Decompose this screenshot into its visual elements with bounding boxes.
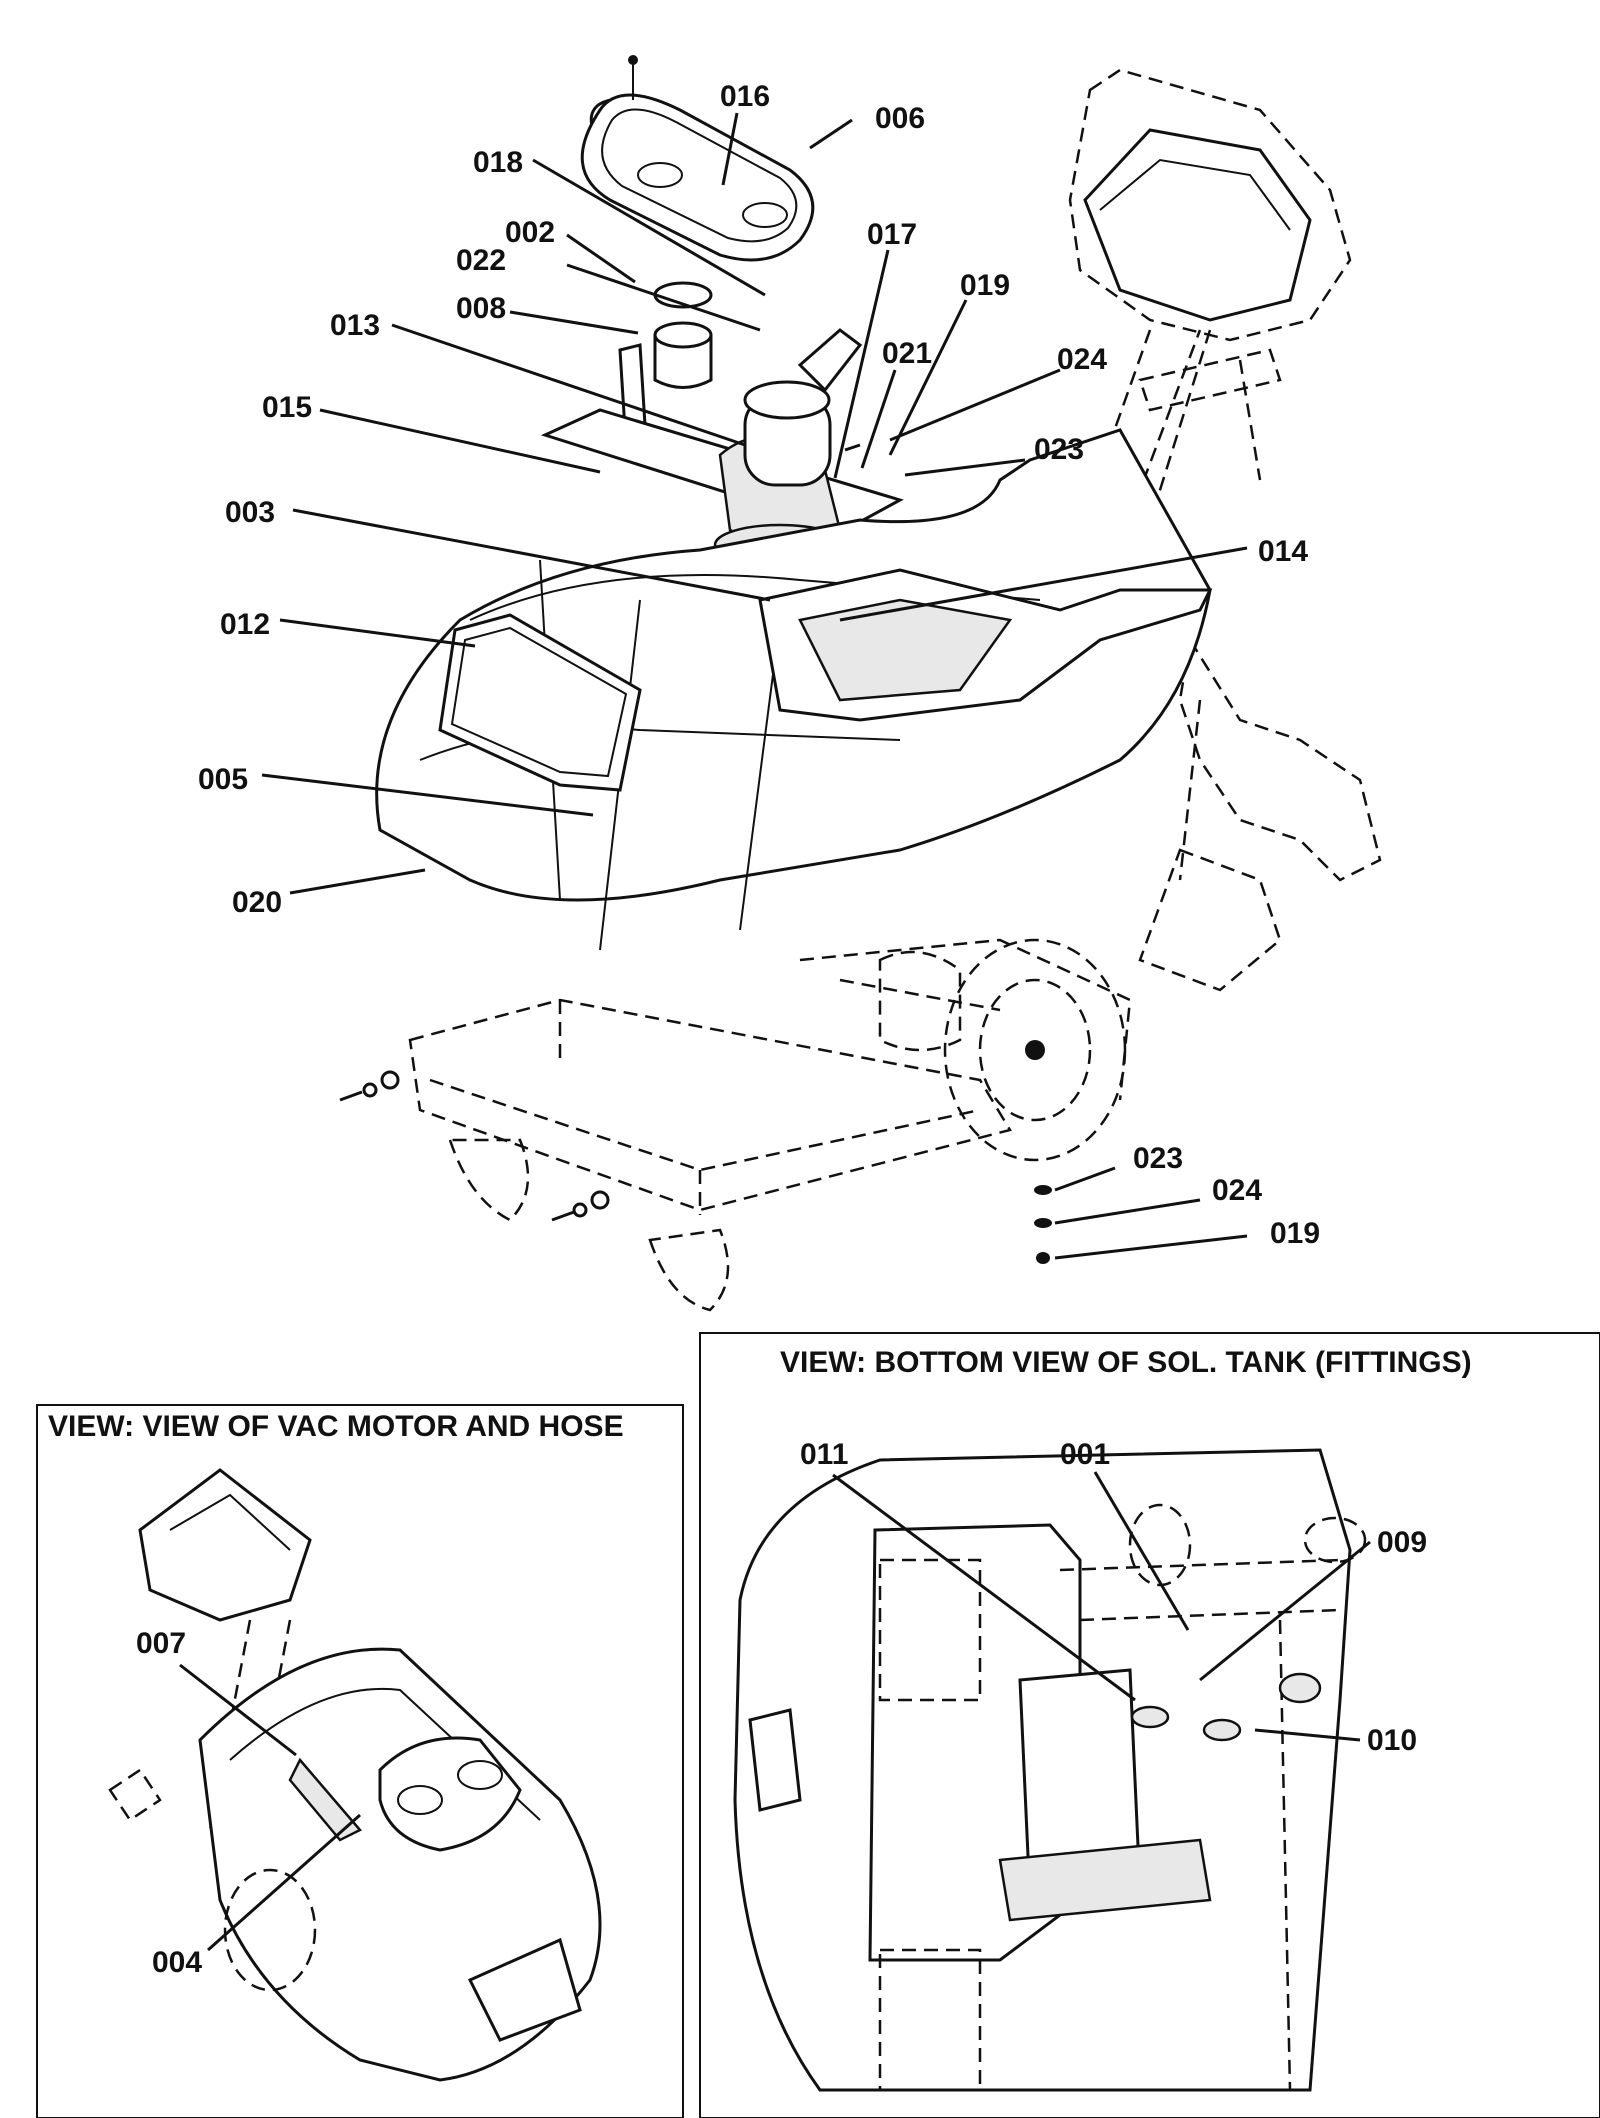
main-callout-labels: 016 006 018 002 017 022 019 008 013 021 … (198, 80, 1320, 1250)
callout-013: 013 (330, 309, 380, 342)
tank-view-frame (699, 1332, 1600, 2118)
callout-015: 015 (262, 391, 312, 424)
callout-010: 010 (1367, 1724, 1417, 1757)
vac-view-frame (36, 1404, 684, 2118)
callout-023: 023 (1034, 433, 1084, 466)
vac-motor-view: VIEW: VIEW OF VAC MOTOR AND HOSE 007 004 (36, 1404, 684, 2118)
callout-005: 005 (198, 763, 248, 796)
callout-021: 021 (882, 337, 932, 370)
callout-022: 022 (456, 244, 506, 277)
recovery-tank (375, 428, 1213, 951)
callout-019: 019 (960, 269, 1010, 302)
callout-008: 008 (456, 292, 506, 325)
callout-012: 012 (220, 608, 270, 641)
callout-006: 006 (875, 102, 925, 135)
callout-017: 017 (867, 218, 917, 251)
callout-024-lower: 024 (1212, 1174, 1262, 1207)
callout-007: 007 (136, 1627, 186, 1660)
chassis-frame (408, 848, 1282, 1312)
callout-009: 009 (1377, 1526, 1427, 1559)
vac-motor-assembly (540, 328, 904, 567)
loose-hardware (339, 1070, 1052, 1264)
callout-018: 018 (473, 146, 523, 179)
callout-004: 004 (152, 1946, 202, 1979)
solution-tank-view: VIEW: BOTTOM VIEW OF SOL. TANK (FITTINGS… (699, 1332, 1600, 2118)
vac-view-title: VIEW: VIEW OF VAC MOTOR AND HOSE (48, 1410, 624, 1443)
callout-020: 020 (232, 886, 282, 919)
callout-002: 002 (505, 216, 555, 249)
callout-003: 003 (225, 496, 275, 529)
tank-view-title: VIEW: BOTTOM VIEW OF SOL. TANK (FITTINGS… (780, 1346, 1472, 1379)
main-exploded-view: 016 006 018 002 017 022 019 008 013 021 … (198, 55, 1382, 1312)
callout-019-lower: 019 (1270, 1217, 1320, 1250)
callout-001: 001 (1060, 1438, 1110, 1471)
callout-011: 011 (800, 1438, 848, 1471)
main-leaders (261, 112, 1248, 1260)
filter-lid (580, 55, 815, 262)
callout-023-lower: 023 (1133, 1142, 1183, 1175)
callout-016: 016 (720, 80, 770, 113)
callout-024: 024 (1057, 343, 1107, 376)
callout-014: 014 (1258, 535, 1308, 568)
